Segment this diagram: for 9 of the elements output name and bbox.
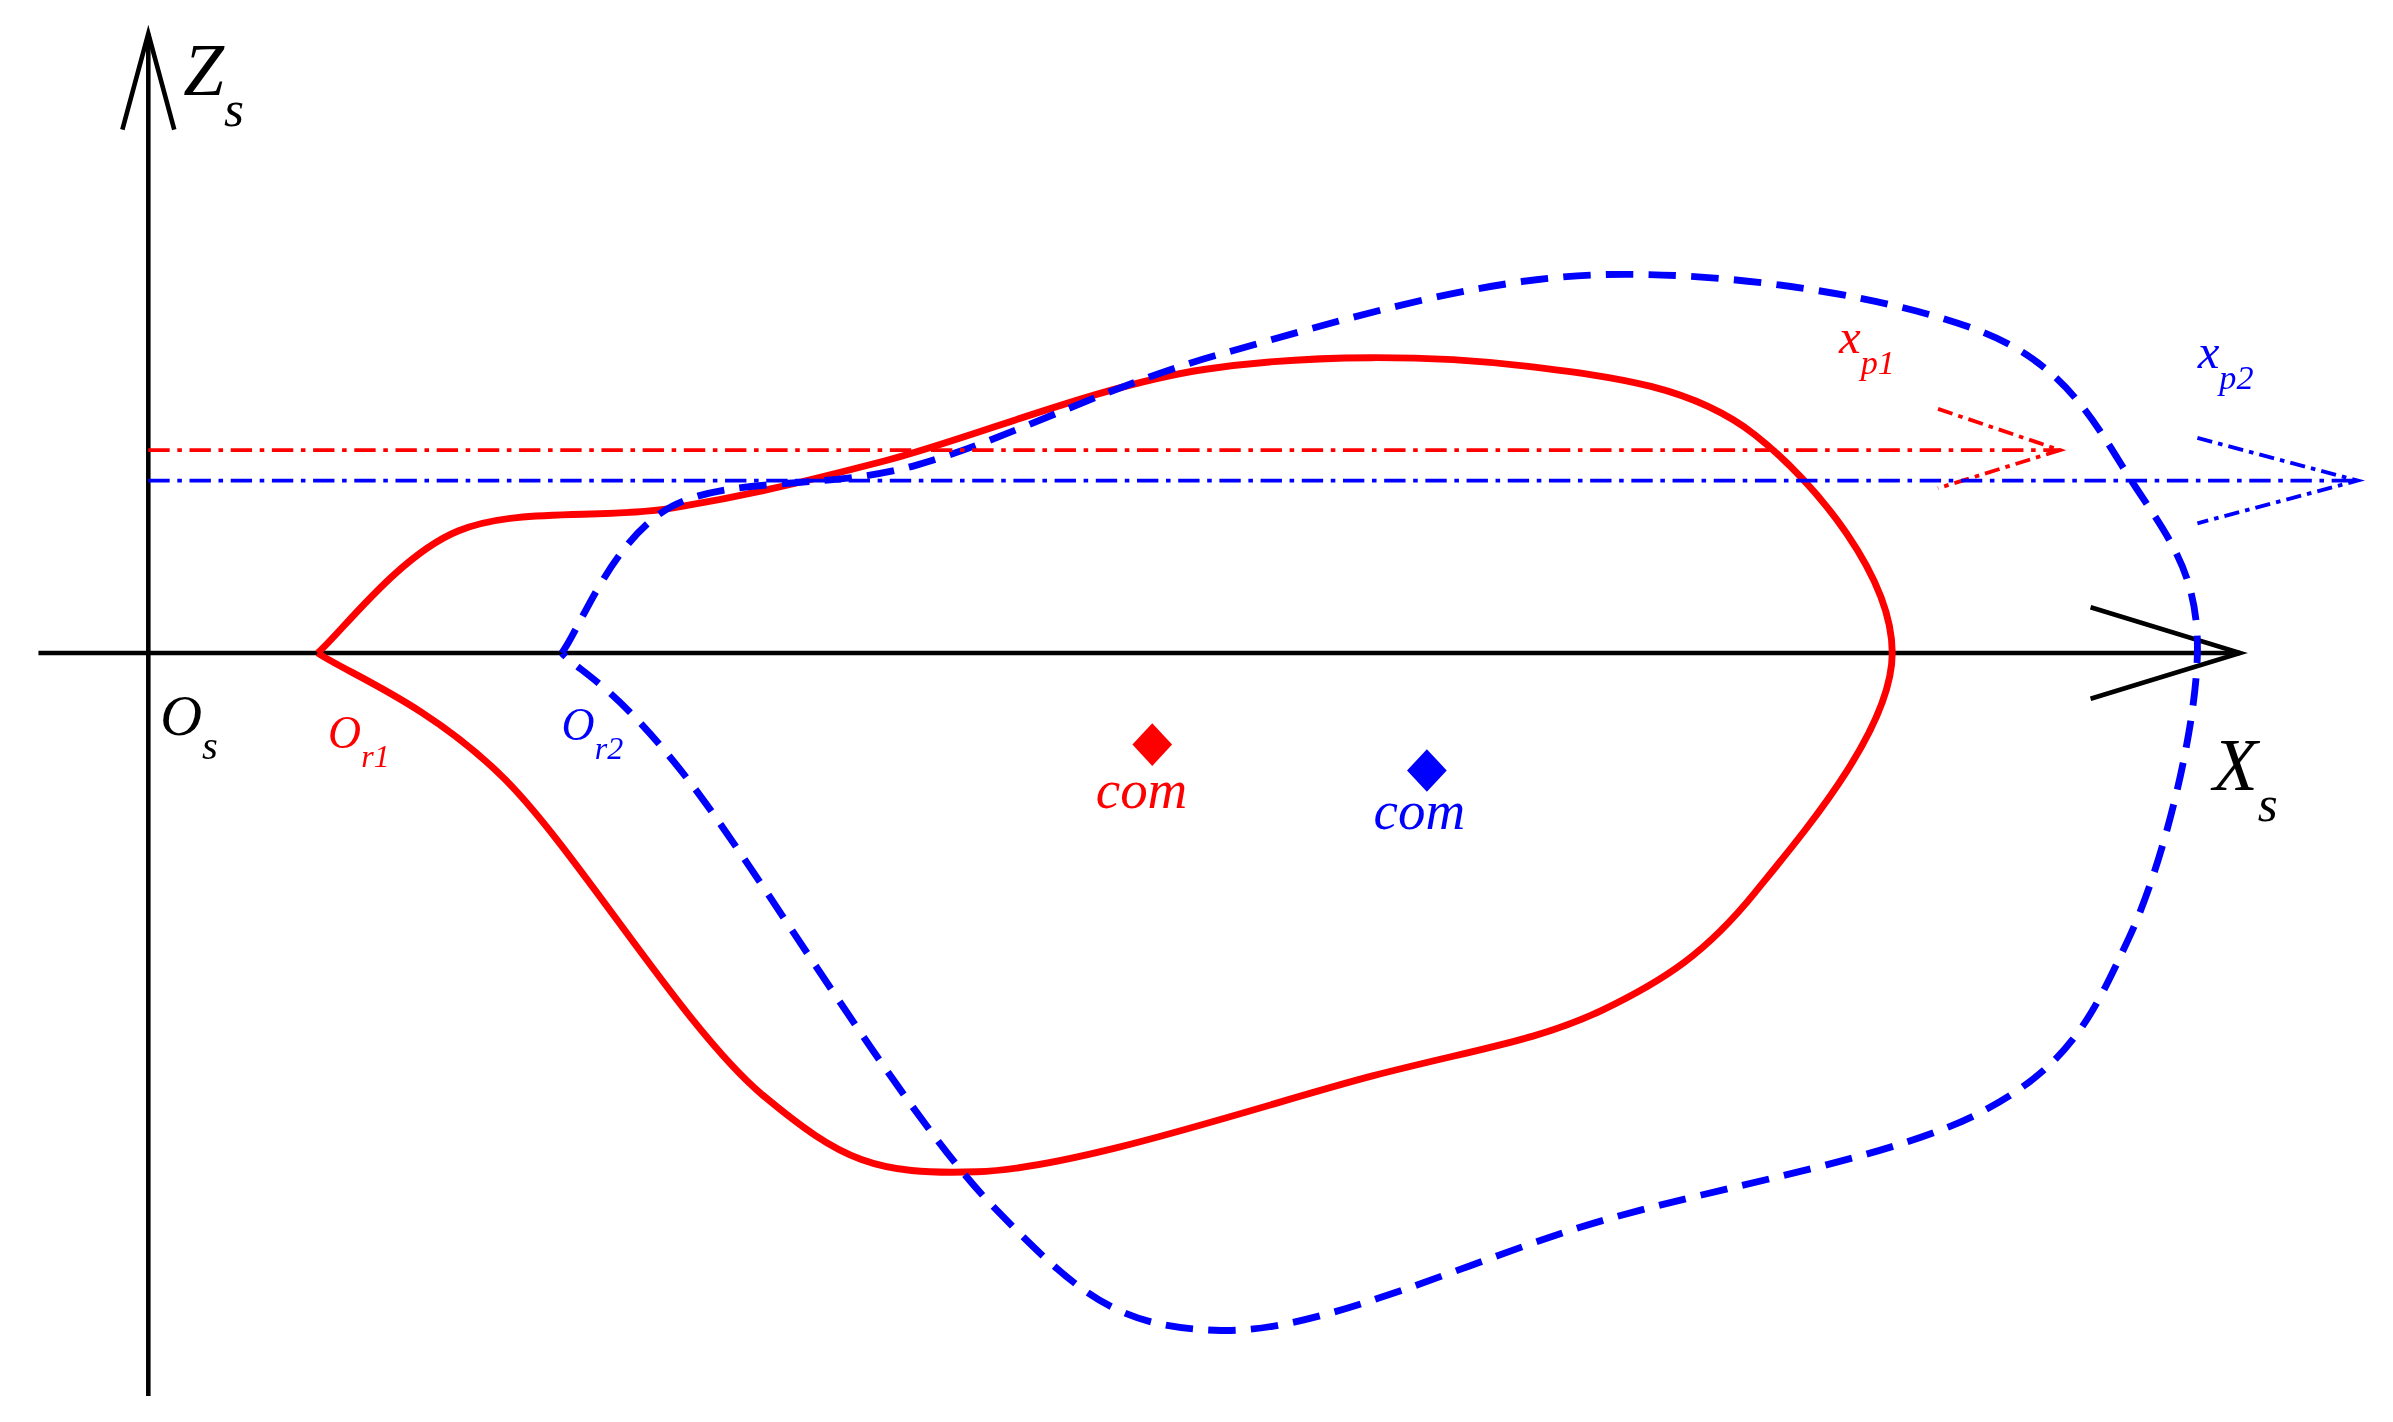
origin-label: O$_{s}$ — [160, 686, 218, 767]
vector-label: x$_{p1}$ — [1839, 312, 1895, 380]
origin-label: O$_{r2}$ — [561, 702, 624, 765]
axis-label: Z$_{s}$ — [183, 33, 244, 134]
point-label: com — [1373, 784, 1466, 840]
vector-label: x$_{p2}$ — [2197, 328, 2254, 395]
axis-label: X$_{s}$ — [2212, 729, 2278, 830]
origin-label: O$_{r1}$ — [328, 709, 390, 772]
point-label: com — [1095, 763, 1188, 818]
